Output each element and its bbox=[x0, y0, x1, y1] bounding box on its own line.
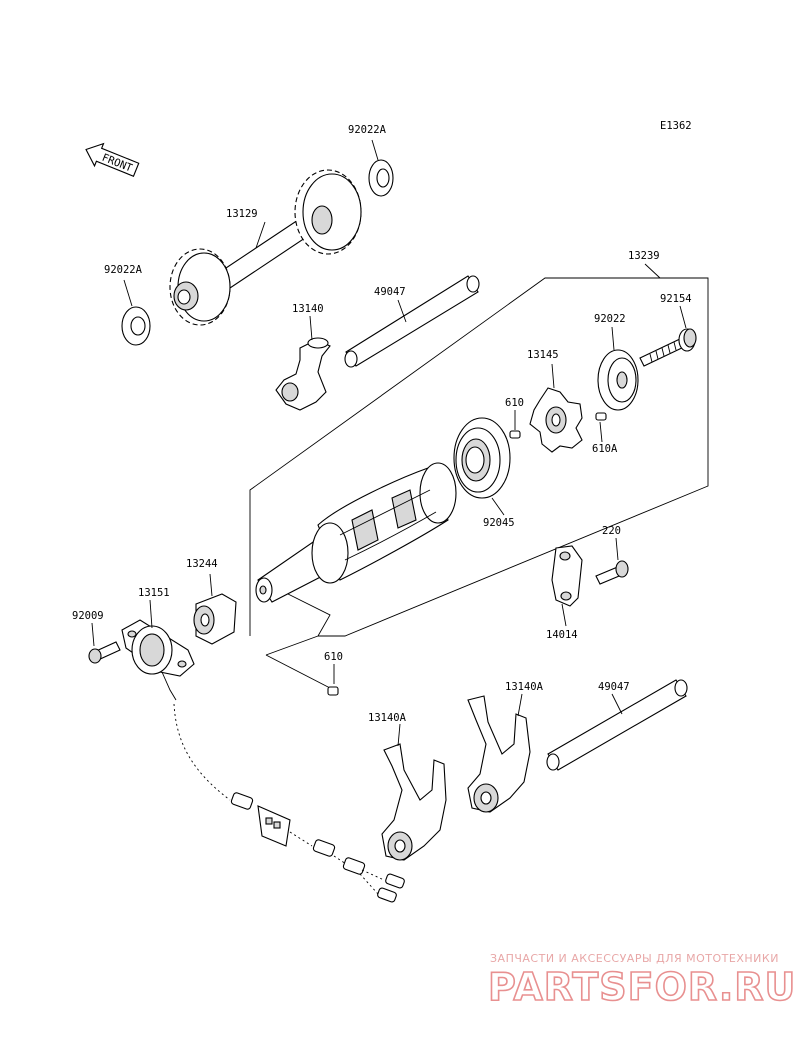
pin-610A bbox=[595, 412, 607, 421]
label-13239: 13239 bbox=[628, 250, 660, 262]
sensor-13151 bbox=[121, 619, 195, 701]
gear-shaft-13129 bbox=[169, 169, 362, 326]
label-13145: 13145 bbox=[527, 349, 559, 361]
plate-14014 bbox=[551, 545, 583, 607]
bolt-92009 bbox=[88, 641, 121, 664]
watermark: ЗАПЧАСТИ И АКСЕССУАРЫ ДЛЯ МОТОТЕХНИКИ PA… bbox=[487, 952, 796, 1010]
label-13244: 13244 bbox=[186, 558, 218, 570]
label-610A: 610A bbox=[592, 443, 618, 455]
label-49047-top: 49047 bbox=[374, 286, 406, 298]
shift-drum-cam-13145 bbox=[529, 387, 583, 453]
shift-fork-13140 bbox=[275, 337, 331, 411]
label-92022: 92022 bbox=[594, 313, 626, 325]
gear-left bbox=[169, 248, 231, 326]
label-92045: 92045 bbox=[483, 517, 515, 529]
label-13140A-right: 13140A bbox=[505, 681, 544, 693]
diagram-code: E1362 bbox=[660, 120, 692, 132]
front-arrow-icon: FRONT bbox=[85, 142, 140, 177]
label-49047-right: 49047 bbox=[598, 681, 630, 693]
gear-right bbox=[294, 169, 362, 255]
bearing-92045 bbox=[453, 417, 511, 499]
bolt-92154 bbox=[639, 328, 697, 367]
label-13140A-left: 13140A bbox=[368, 712, 407, 724]
watermark-tagline: ЗАПЧАСТИ И АКСЕССУАРЫ ДЛЯ МОТОТЕХНИКИ bbox=[490, 952, 779, 965]
shift-fork-13140A-left bbox=[381, 743, 447, 861]
washer-92022 bbox=[597, 349, 639, 411]
label-610-b: 610 bbox=[324, 651, 343, 663]
rod-49047-right bbox=[546, 679, 688, 771]
label-13151: 13151 bbox=[138, 587, 170, 599]
washer-92022A-top bbox=[368, 159, 394, 197]
label-92022A-top: 92022A bbox=[348, 124, 387, 136]
watermark-logo: PARTSFOR.RU bbox=[488, 965, 796, 1009]
label-13140: 13140 bbox=[292, 303, 324, 315]
part-13244 bbox=[193, 593, 237, 645]
washer-92022A-left bbox=[121, 306, 151, 346]
label-14014: 14014 bbox=[546, 629, 578, 641]
shift-drum bbox=[255, 462, 457, 603]
bolt-220 bbox=[595, 560, 629, 585]
assembly-bracket-13239 bbox=[249, 277, 709, 689]
label-610-a: 610 bbox=[505, 397, 524, 409]
label-220: 220 bbox=[602, 525, 621, 537]
pin-610-a bbox=[509, 430, 521, 439]
label-13129: 13129 bbox=[226, 208, 258, 220]
pin-610-b bbox=[327, 686, 339, 696]
label-92022A-left: 92022A bbox=[104, 264, 143, 276]
label-92154: 92154 bbox=[660, 293, 692, 305]
rod-49047-top bbox=[344, 275, 480, 368]
label-92009: 92009 bbox=[72, 610, 104, 622]
wire-harness bbox=[173, 703, 405, 903]
shift-fork-13140A-right bbox=[467, 695, 531, 813]
